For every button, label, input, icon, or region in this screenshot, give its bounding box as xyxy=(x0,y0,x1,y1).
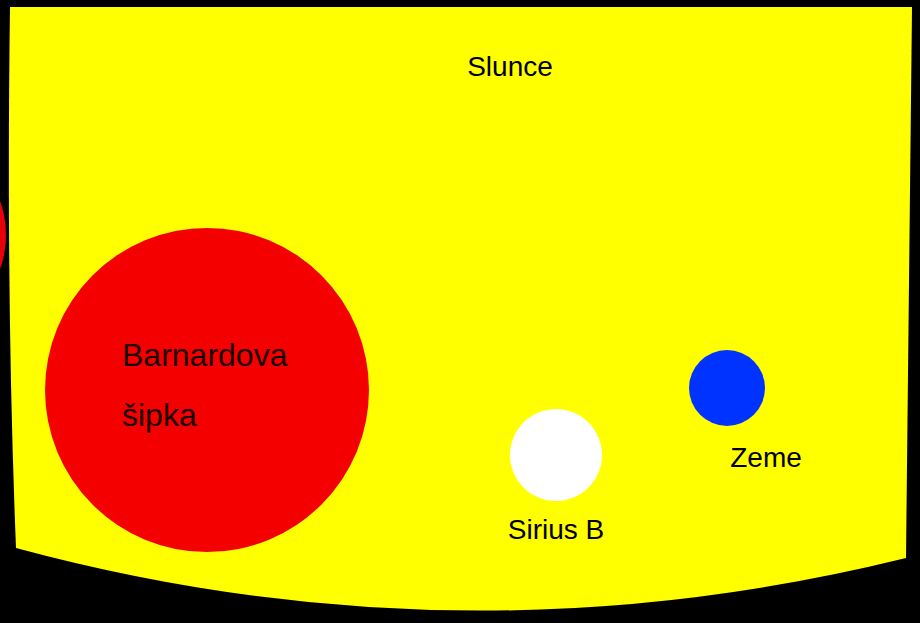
star-circle-fill xyxy=(45,228,369,552)
partial-star xyxy=(0,134,6,336)
star-circle: Barnardova šipka xyxy=(45,228,369,552)
sun-surface xyxy=(9,7,912,611)
star-circle-fill xyxy=(510,409,602,501)
planet-circle-fill xyxy=(689,350,765,426)
node-label: Slunce xyxy=(410,50,610,84)
node-label: Zeme xyxy=(716,441,816,475)
planet-circle: Zeme xyxy=(680,345,830,475)
star-circle: Sirius B xyxy=(486,405,626,555)
node-label: Barnardova šipka xyxy=(122,325,312,445)
star-circle-outline xyxy=(45,228,369,552)
node-label: Sirius B xyxy=(496,513,616,547)
